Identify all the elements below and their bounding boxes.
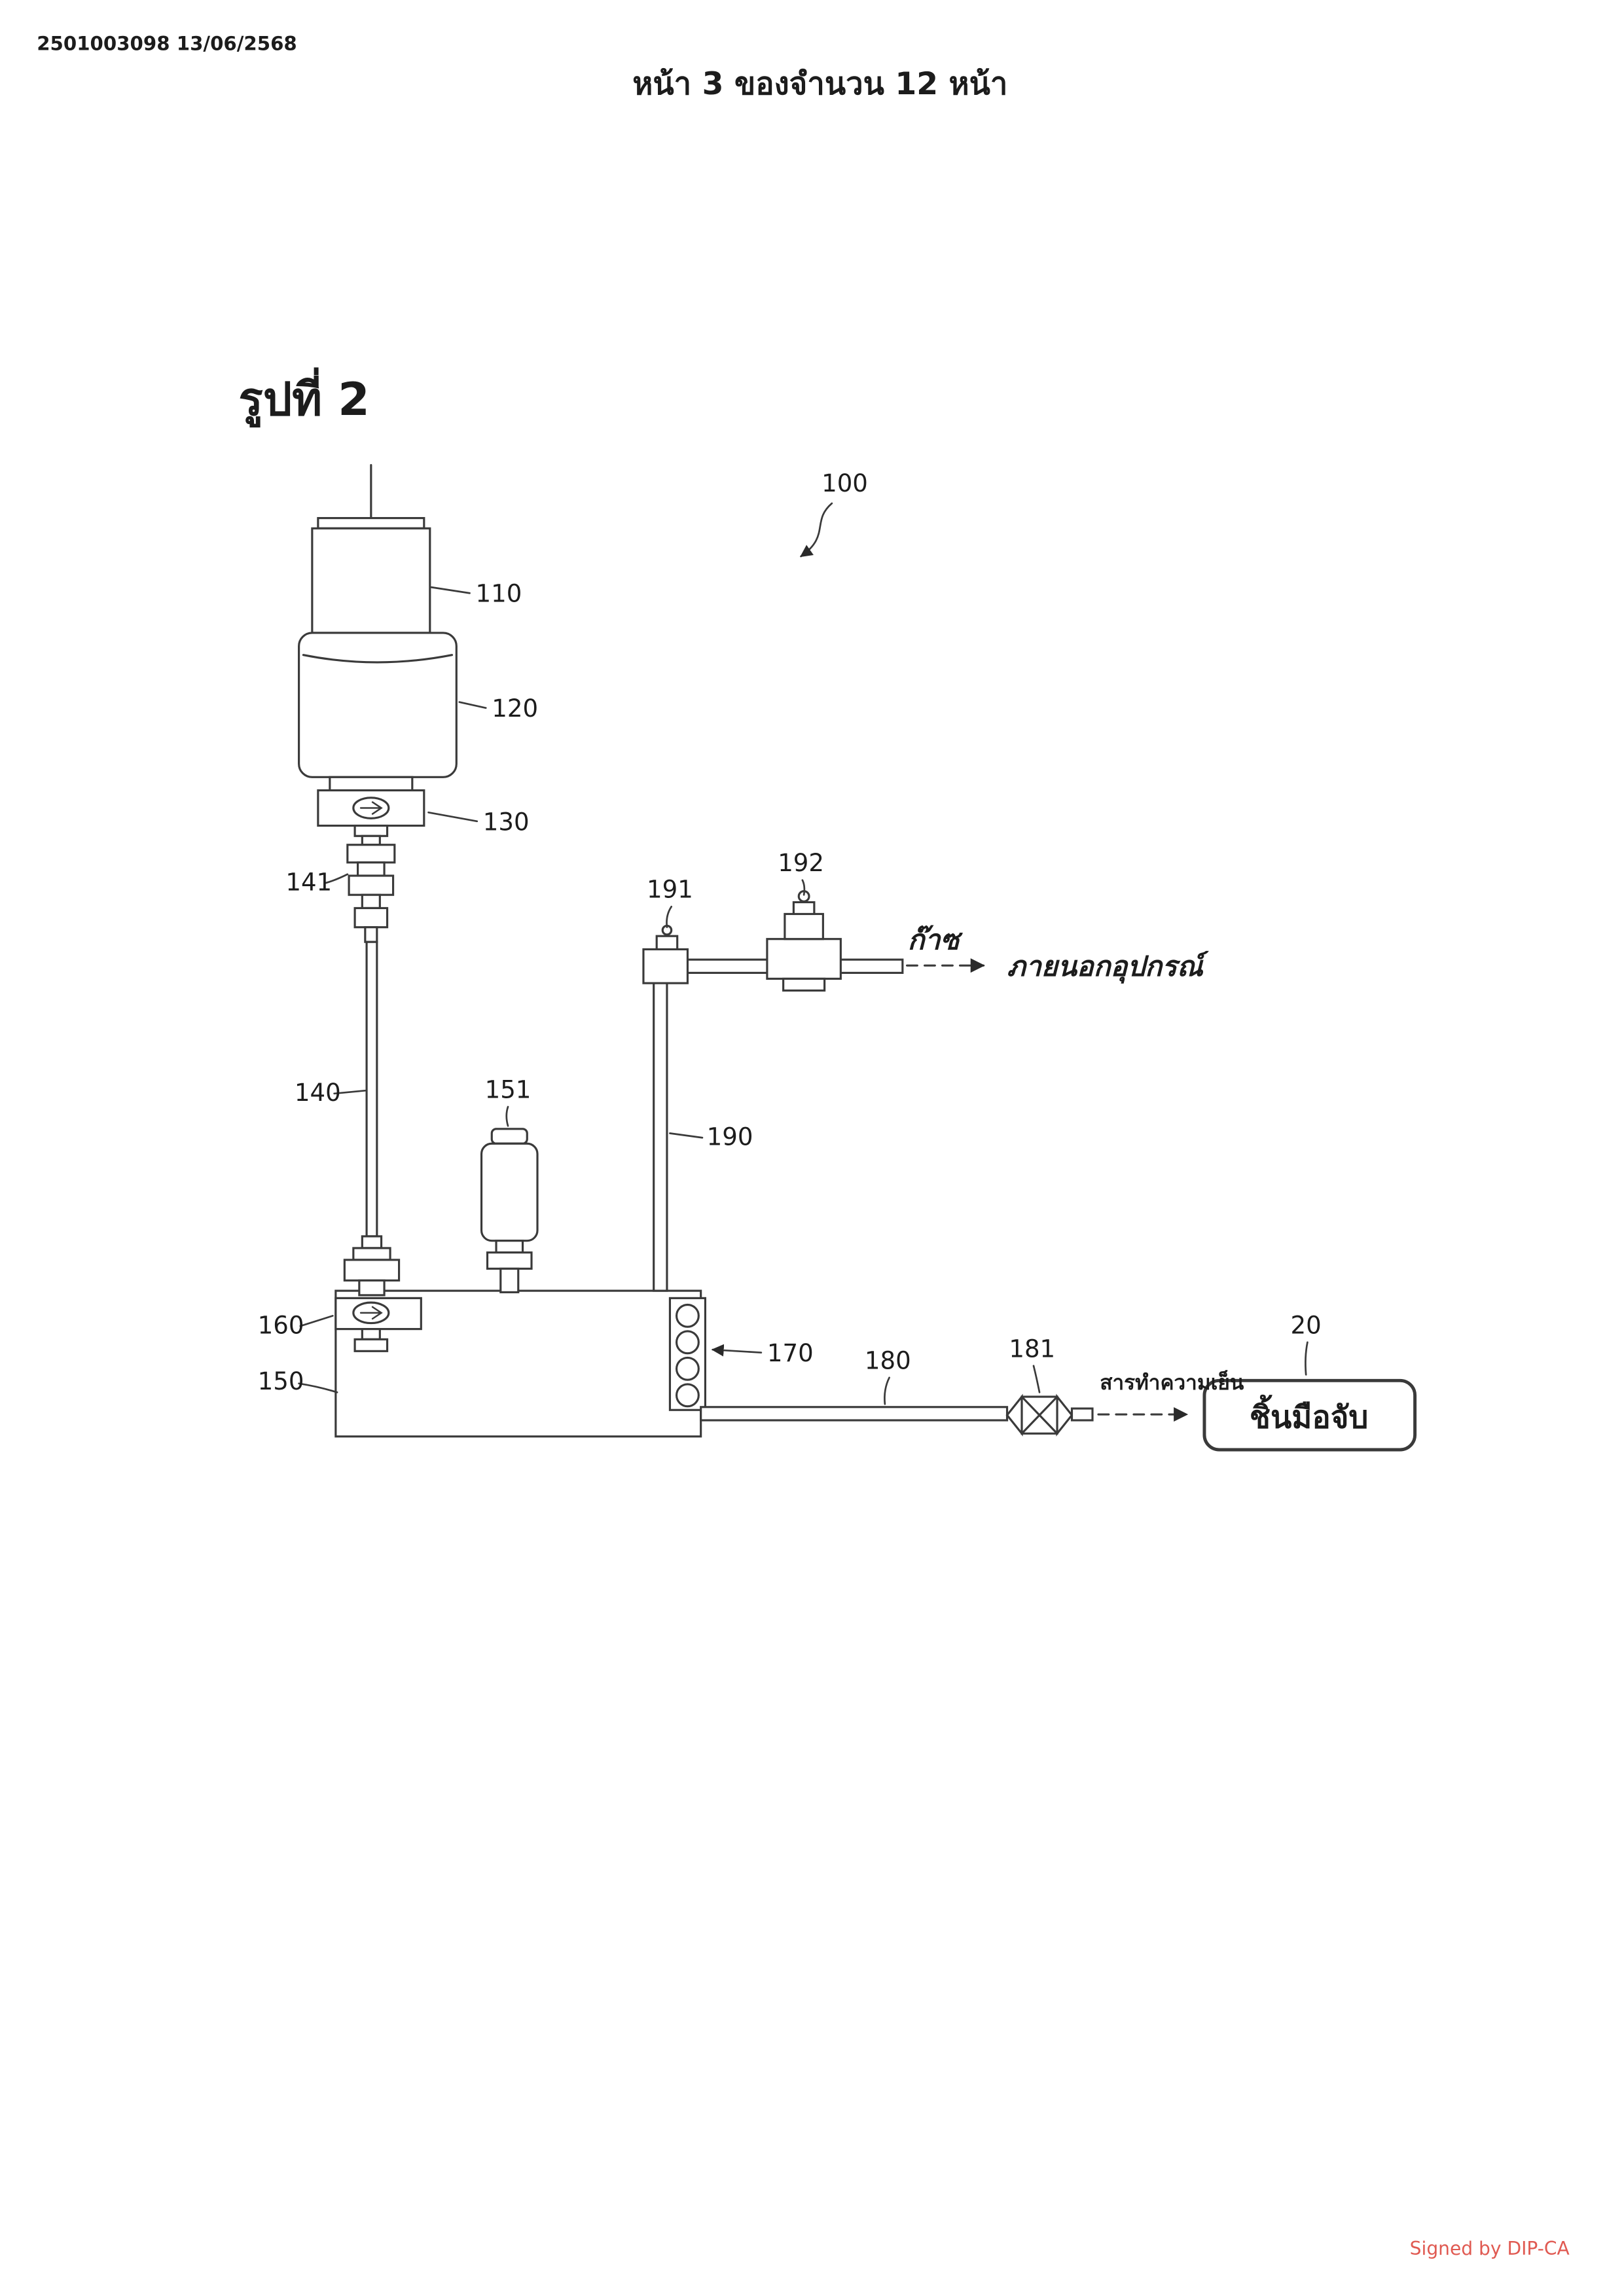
pipe-180-shape	[700, 1406, 1009, 1422]
handpiece-label: ชิ้นมือจับ	[1250, 1394, 1368, 1435]
port-panel-170-shape	[668, 1297, 706, 1411]
ref-label-120: 120	[492, 694, 538, 723]
ref-label-20: 20	[1291, 1311, 1322, 1339]
ref-label-100: 100	[821, 469, 868, 497]
fitting-130-shape	[317, 776, 425, 827]
handpiece-box-shape	[1202, 1378, 1417, 1452]
page-header: หน้า 3 ของจำนวน 12 หน้า	[632, 66, 1007, 102]
ref-label-180: 180	[865, 1346, 911, 1374]
ref-label-141: 141	[285, 868, 332, 896]
ref-label-181: 181	[1009, 1335, 1055, 1363]
refrigerant-label: สารทำความเย็น	[1100, 1369, 1244, 1395]
valve-192-shape	[766, 890, 842, 992]
cylinder-110-shape	[311, 516, 431, 634]
ref-label-150: 150	[258, 1367, 304, 1395]
signature-text: Signed by DIP-CA	[1410, 2238, 1570, 2259]
ref-label-151: 151	[485, 1076, 532, 1104]
tube-140-shape	[365, 941, 378, 1238]
gas-label: ก๊าซ	[908, 924, 964, 956]
pipe-190-shape	[653, 970, 668, 1292]
bottle-151-shape	[480, 1128, 539, 1293]
ref-label-130: 130	[483, 808, 530, 836]
doc-number: 2501003098 13/06/2568	[37, 32, 297, 54]
outside-device-label: ภายนอกอุปกรณ์	[1007, 950, 1210, 984]
ref-label-170: 170	[767, 1339, 814, 1367]
ref-label-191: 191	[647, 876, 693, 904]
leader-lines	[298, 502, 1308, 1405]
fitting-160-shape	[334, 1235, 422, 1352]
ref-label-192: 192	[778, 849, 824, 877]
ref-label-160: 160	[258, 1311, 304, 1339]
connector-141-shape	[346, 824, 396, 943]
ref-label-140: 140	[295, 1079, 341, 1107]
figure-title: รูปที่ 2	[238, 367, 369, 428]
ref-label-190: 190	[707, 1123, 753, 1151]
cylinder-120-shape	[298, 632, 458, 778]
junction-191-shape	[642, 924, 689, 984]
ref-label-110: 110	[476, 580, 522, 608]
valve-181-shape	[1005, 1393, 1094, 1437]
